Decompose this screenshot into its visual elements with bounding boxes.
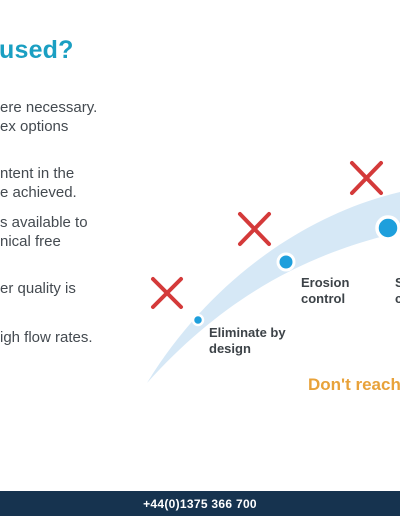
node-label-line: S	[395, 275, 400, 290]
node-label-line: control	[301, 291, 346, 306]
node-label-line: Erosion	[301, 275, 350, 290]
node-label-line: Eliminate by	[209, 325, 286, 340]
curve-band	[147, 192, 400, 383]
footer-phone: +44(0)1375 366 700	[143, 496, 257, 511]
footer-bar: +44(0)1375 366 700	[0, 491, 400, 516]
node-label-erosion: Erosion control	[301, 275, 349, 307]
cross-icon	[350, 161, 383, 195]
bullet-line: nical free	[0, 233, 61, 250]
bullet-line: er quality is	[0, 280, 76, 297]
node-label-line: design	[209, 341, 251, 356]
callout-text: Don't reach	[308, 375, 400, 394]
node-dot	[375, 215, 400, 241]
node-label-line: c	[395, 291, 400, 306]
node-dot	[276, 252, 296, 272]
bullet-line: igh flow rates.	[0, 329, 93, 346]
bullet-line: s available to	[0, 214, 88, 231]
cross-icon	[238, 212, 271, 246]
bullet-line: ex options	[0, 118, 69, 135]
node-label-partial: S c	[395, 275, 400, 307]
cross-icon	[151, 277, 183, 309]
node-label-eliminate: Eliminate by design	[209, 325, 286, 357]
bullet-line: ere necessary.	[0, 99, 98, 116]
node-dot	[191, 313, 205, 327]
bullet-line: e achieved.	[0, 184, 77, 201]
bullet-list: ere necessary. ex options ntent in the e…	[0, 0, 130, 400]
slide-title: used?	[0, 36, 74, 64]
bullet-line: ntent in the	[0, 165, 75, 182]
